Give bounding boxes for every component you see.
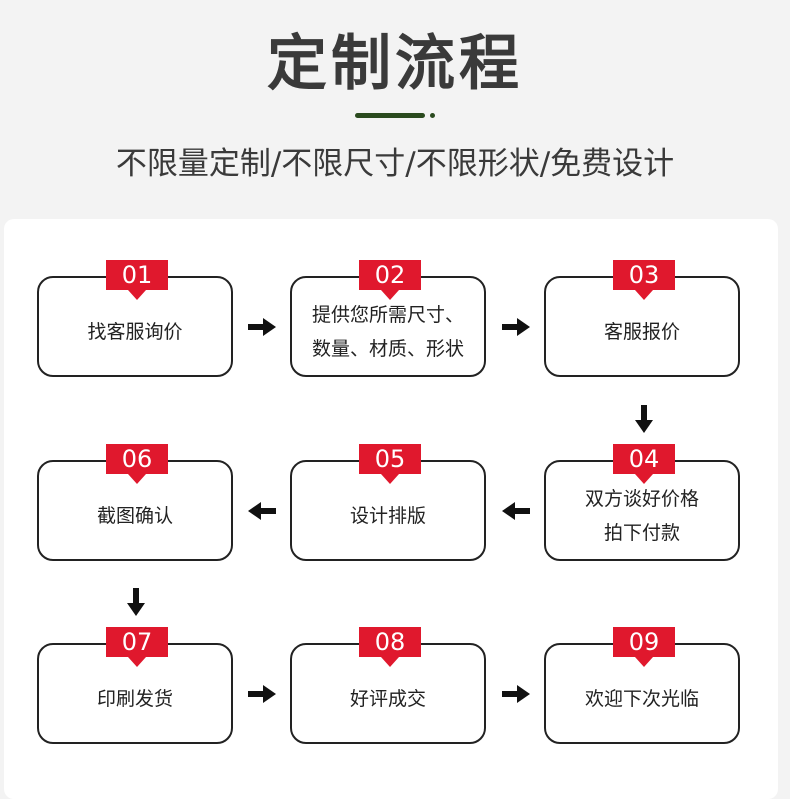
arrow-left-icon <box>502 502 530 520</box>
step-03-label: 客服报价 <box>603 320 680 343</box>
arrow-down-icon <box>127 588 145 616</box>
page-title: 定制流程 <box>267 29 523 99</box>
arrow-left-icon <box>248 502 276 520</box>
step-08-number-tag: 08 <box>359 627 421 667</box>
step-06-number-tag: 06 <box>106 444 168 484</box>
step-02-label: 提供您所需尺寸、 数量、材质、形状 <box>311 303 464 360</box>
title-underline <box>355 113 425 118</box>
arrow-down-icon <box>635 405 653 433</box>
step-08-label: 好评成交 <box>349 687 426 710</box>
arrow-right-icon <box>502 685 530 703</box>
step-04-number-tag: 04 <box>613 444 675 484</box>
step-01-label: 找客服询价 <box>87 320 183 343</box>
step-03-number-tag: 03 <box>613 260 675 300</box>
arrow-right-icon <box>248 318 276 336</box>
step-02-number-tag: 02 <box>359 260 421 300</box>
title-underline-dot <box>430 113 435 118</box>
arrow-right-icon <box>248 685 276 703</box>
step-09-number-tag: 09 <box>613 627 675 667</box>
step-01-number-tag: 01 <box>106 260 168 300</box>
arrow-right-icon <box>502 318 530 336</box>
step-06-label: 截图确认 <box>96 504 173 527</box>
step-05-number-tag: 05 <box>359 444 421 484</box>
step-07-number-tag: 07 <box>106 627 168 667</box>
step-09-label: 欢迎下次光临 <box>584 687 699 710</box>
step-04-label: 双方谈好价格 拍下付款 <box>584 487 699 544</box>
step-05-label: 设计排版 <box>349 504 426 527</box>
step-07-label: 印刷发货 <box>96 687 173 710</box>
page-subtitle: 不限量定制/不限尺寸/不限形状/免费设计 <box>115 146 675 182</box>
step-05-box: 设计排版 <box>290 460 486 561</box>
